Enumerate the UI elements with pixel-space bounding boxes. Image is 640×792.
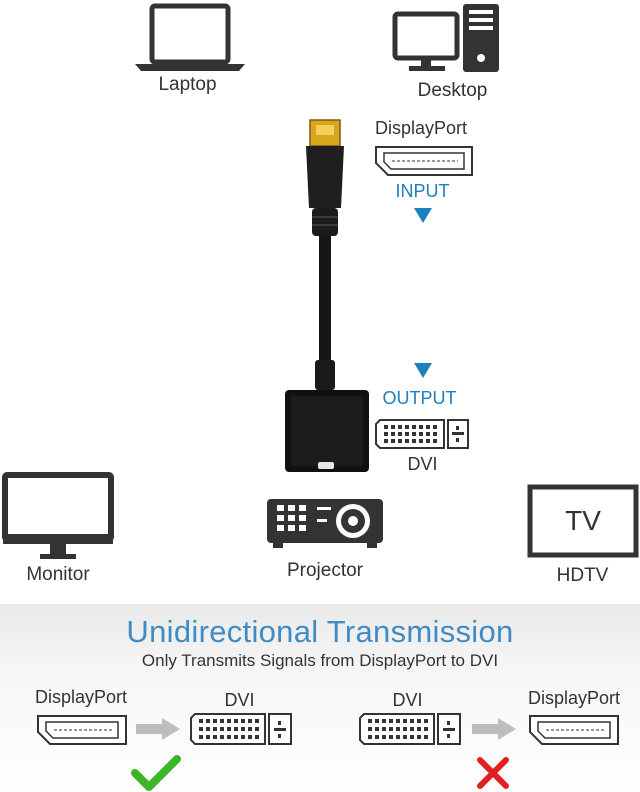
input-label: INPUT (395, 181, 450, 201)
valid-from-label: DisplayPort (34, 687, 128, 707)
check-icon (131, 755, 181, 791)
tv-screen-text: TV (565, 505, 601, 536)
laptop-label: Laptop (158, 74, 217, 95)
adapter-cable (285, 119, 369, 472)
hdtv-icon (527, 484, 639, 558)
invalid-displayport-icon (529, 715, 619, 745)
output-label: OUTPUT (382, 388, 457, 408)
valid-displayport-icon (37, 715, 127, 745)
invalid-dvi-icon (359, 713, 461, 745)
valid-arrow-icon (136, 718, 180, 740)
monitor-label: Monitor (26, 564, 90, 585)
invalid-arrow-icon (472, 718, 516, 740)
desktop-label: Desktop (417, 80, 488, 101)
desktop-icon (392, 4, 499, 72)
transmission-panel (0, 604, 640, 792)
transmission-title: Unidirectional Transmission (126, 614, 514, 649)
hdtv-label: HDTV (556, 565, 609, 586)
monitor-icon (2, 472, 114, 559)
transmission-subtitle: Only Transmits Signals from DisplayPort … (141, 651, 499, 670)
dvi-port-icon (375, 419, 469, 449)
valid-dvi-icon (190, 713, 292, 745)
input-arrow-down-icon (414, 208, 432, 223)
invalid-from-label: DVI (392, 690, 423, 710)
cross-icon (477, 757, 509, 789)
output-connector-label: DVI (407, 454, 438, 474)
projector-label: Projector (286, 560, 364, 581)
laptop-icon (135, 3, 245, 71)
valid-to-label: DVI (224, 690, 255, 710)
projector-icon (267, 499, 383, 548)
invalid-to-label: DisplayPort (527, 688, 621, 708)
input-connector-label: DisplayPort (374, 118, 468, 138)
displayport-port-icon (375, 146, 473, 176)
output-arrow-down-icon (414, 363, 432, 378)
